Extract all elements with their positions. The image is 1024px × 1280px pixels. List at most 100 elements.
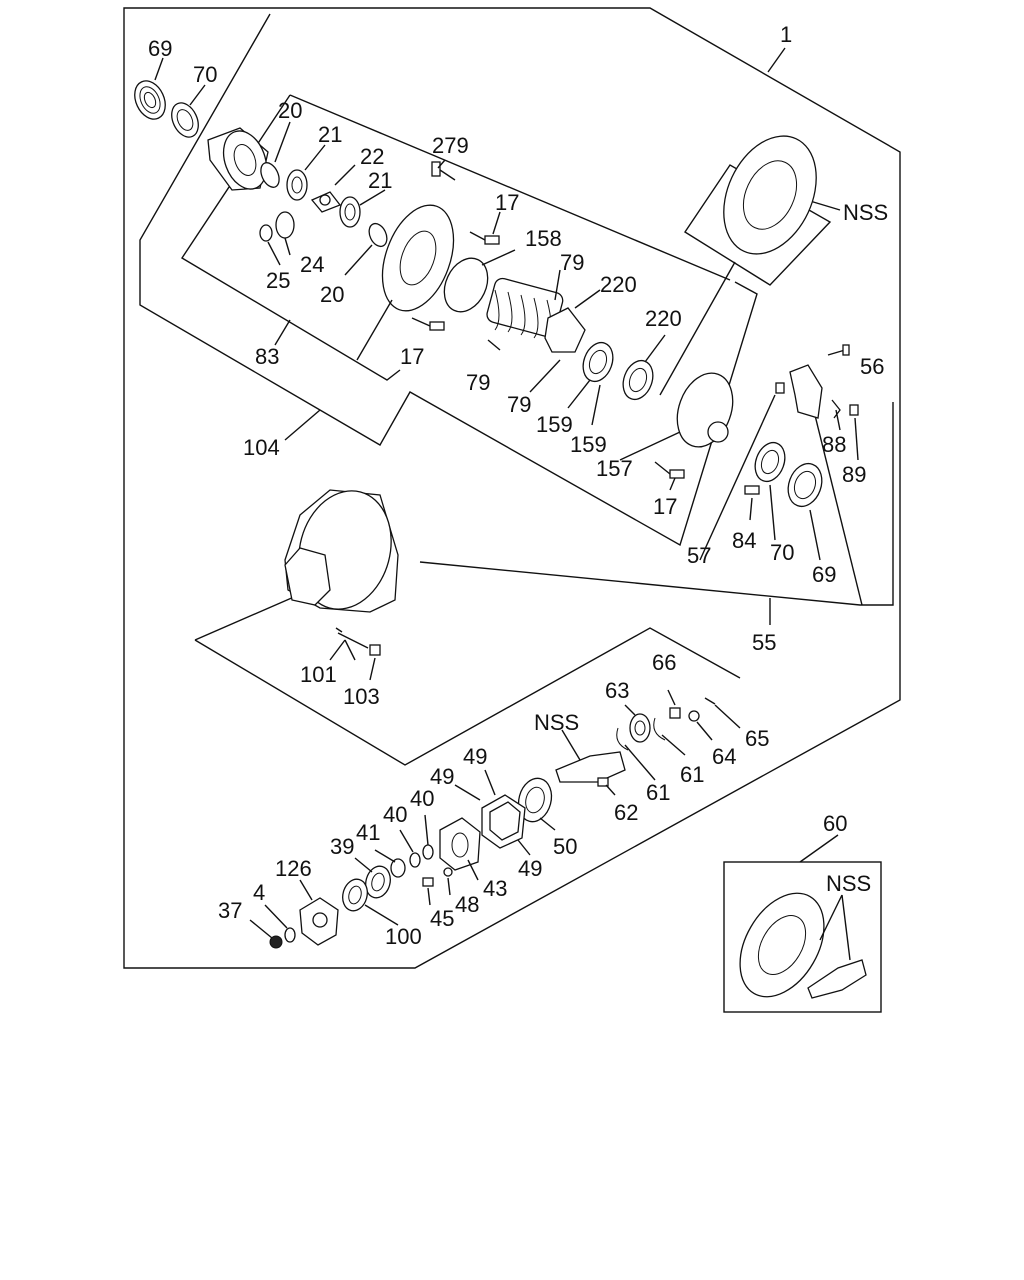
label-20-bottom: 20 xyxy=(320,282,344,307)
label-79-mid: 79 xyxy=(466,370,490,395)
bearing-63 xyxy=(629,713,651,743)
side-bearing-69-right xyxy=(787,462,823,508)
outline-83-right xyxy=(289,94,731,281)
label-nss-pinion: NSS xyxy=(534,710,579,735)
drive-pinion xyxy=(555,751,626,783)
label-103: 103 xyxy=(343,684,380,709)
bolt-62 xyxy=(597,777,609,787)
label-79-top: 79 xyxy=(560,250,584,275)
washer-25 xyxy=(259,224,273,242)
label-40-lower: 40 xyxy=(383,802,407,827)
outline-pinion-2 xyxy=(194,627,741,766)
bolt-84 xyxy=(744,485,760,495)
label-100: 100 xyxy=(385,924,422,949)
pinion-shaft-22 xyxy=(310,191,342,213)
bolt-279 xyxy=(431,161,456,181)
companion-flange-126 xyxy=(299,897,339,946)
pinion-gear-set xyxy=(807,959,867,999)
label-61-left: 61 xyxy=(646,780,670,805)
nut-66 xyxy=(669,707,681,719)
label-62: 62 xyxy=(614,800,638,825)
pinion-gear-24 xyxy=(275,211,295,239)
label-159-a: 159 xyxy=(536,412,573,437)
label-159-b: 159 xyxy=(570,432,607,457)
label-37: 37 xyxy=(218,898,242,923)
bearing-50 xyxy=(517,777,553,823)
bolt-45 xyxy=(422,877,434,887)
thrust-washer-20b xyxy=(368,222,388,248)
label-66: 66 xyxy=(652,650,676,675)
oil-seal-100 xyxy=(342,878,368,912)
label-104: 104 xyxy=(243,435,280,460)
oil-seal-61 xyxy=(616,717,666,751)
washer-48 xyxy=(443,867,453,877)
ring-gear-set xyxy=(739,892,825,998)
label-220-mid: 220 xyxy=(645,306,682,331)
label-45: 45 xyxy=(430,906,454,931)
carrier-housing-55 xyxy=(284,489,399,613)
washer-64 xyxy=(688,710,700,722)
leader-1 xyxy=(767,47,786,73)
label-nss-set: NSS xyxy=(826,871,871,896)
lock-88 xyxy=(831,399,841,419)
label-50: 50 xyxy=(553,834,577,859)
side-bearing-70-right xyxy=(754,441,786,483)
label-65: 65 xyxy=(745,726,769,751)
clutch-plates-79 xyxy=(486,277,564,341)
label-nss-ring: NSS xyxy=(843,200,888,225)
label-220-top: 220 xyxy=(600,272,637,297)
label-43: 43 xyxy=(483,876,507,901)
label-48: 48 xyxy=(455,892,479,917)
outline-55 xyxy=(419,402,894,606)
clutch-disc-220 xyxy=(544,307,586,353)
label-41: 41 xyxy=(356,820,380,845)
label-57: 57 xyxy=(687,543,711,568)
label-49-bottom: 49 xyxy=(518,856,542,881)
washer-40a xyxy=(409,852,421,868)
side-gear-21a xyxy=(286,169,308,201)
bolt-89 xyxy=(849,404,859,416)
label-56: 56 xyxy=(860,354,884,379)
side-gear-21b xyxy=(339,196,361,228)
bolt-17c xyxy=(654,461,685,479)
nut-37 xyxy=(269,935,283,949)
label-84: 84 xyxy=(732,528,756,553)
shim-49 xyxy=(481,794,526,849)
label-1: 1 xyxy=(780,22,792,47)
label-101: 101 xyxy=(300,662,337,687)
label-64: 64 xyxy=(712,744,736,769)
side-bearing-70-left xyxy=(171,102,199,138)
label-24: 24 xyxy=(300,252,324,277)
label-17-mid: 17 xyxy=(400,344,424,369)
label-22: 22 xyxy=(360,144,384,169)
assembly-outline xyxy=(123,7,901,969)
label-70-right: 70 xyxy=(770,540,794,565)
ring-gear-upper xyxy=(723,135,817,255)
label-39: 39 xyxy=(330,834,354,859)
label-20-top: 20 xyxy=(278,98,302,123)
ring-gear-box xyxy=(684,164,832,286)
bolt-17b xyxy=(411,317,445,331)
label-21-mid: 21 xyxy=(368,168,392,193)
bearing-39 xyxy=(365,865,391,899)
label-89: 89 xyxy=(842,462,866,487)
label-79-low: 79 xyxy=(507,392,531,417)
case-flange xyxy=(381,204,455,312)
label-55: 55 xyxy=(752,630,776,655)
snap-ring-158 xyxy=(443,257,489,313)
label-61-right: 61 xyxy=(680,762,704,787)
label-40-upper: 40 xyxy=(410,786,434,811)
label-126: 126 xyxy=(275,856,312,881)
label-279: 279 xyxy=(432,133,469,158)
washer-220b xyxy=(622,359,654,401)
label-49-top: 49 xyxy=(463,744,487,769)
label-63: 63 xyxy=(605,678,629,703)
stud-101 xyxy=(335,627,369,649)
bolt-17a xyxy=(469,231,500,245)
ring-pinion-set-box xyxy=(723,861,882,1013)
bolt-56 xyxy=(827,344,850,356)
leader-104 xyxy=(284,409,321,441)
label-25: 25 xyxy=(266,268,290,293)
differential-case-right-157 xyxy=(676,372,734,448)
